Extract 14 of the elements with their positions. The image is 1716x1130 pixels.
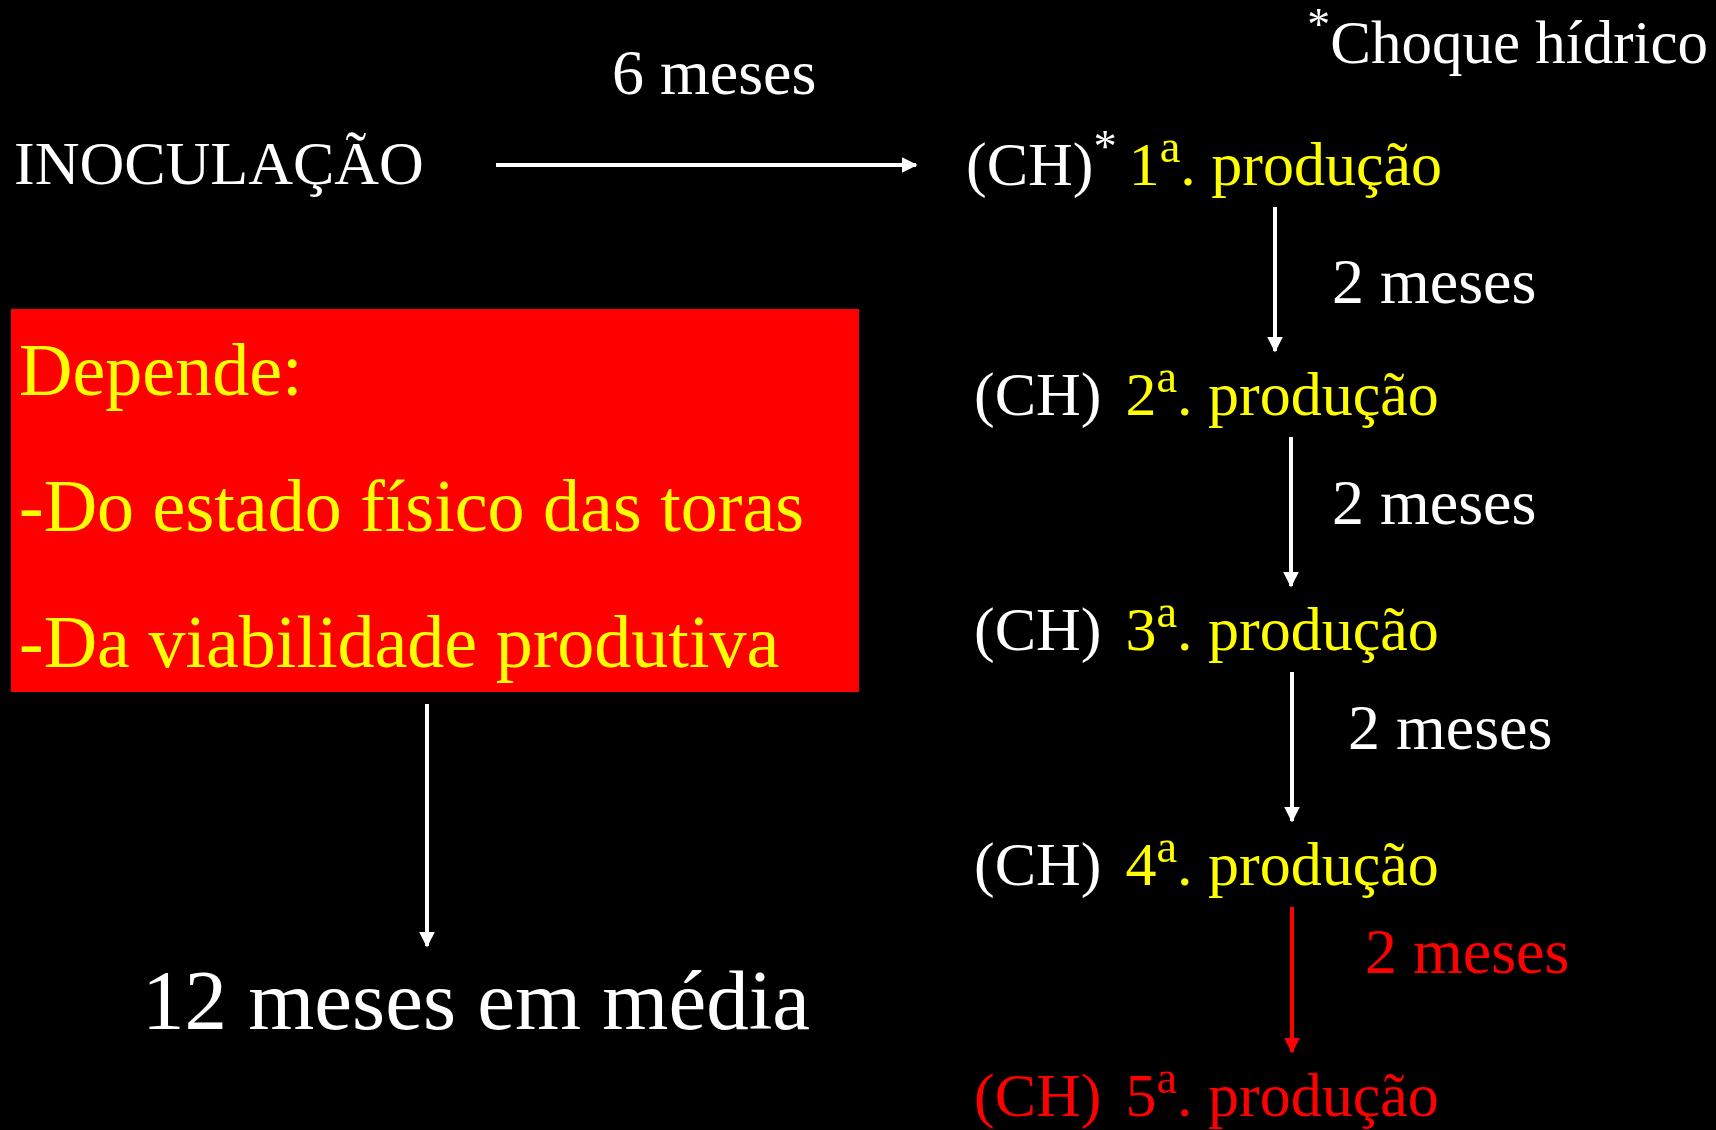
- arrow: [1267, 207, 1283, 353]
- result-text: 12 meses em média: [142, 958, 810, 1043]
- edge-label: 2 meses: [1348, 696, 1553, 760]
- arrow: [419, 704, 435, 948]
- edge-label: 2 meses: [1332, 250, 1537, 314]
- note-text: -Do estado físico das toras: [19, 469, 806, 543]
- arrow: [1284, 907, 1300, 1054]
- edge-label: 6 meses: [612, 41, 817, 105]
- edge-label: 2 meses: [1332, 471, 1537, 535]
- edge-label: 2 meses: [1365, 920, 1570, 984]
- note-box: [11, 309, 859, 692]
- arrow: [1283, 437, 1299, 588]
- arrow: [1284, 672, 1300, 823]
- arrow: [496, 157, 918, 173]
